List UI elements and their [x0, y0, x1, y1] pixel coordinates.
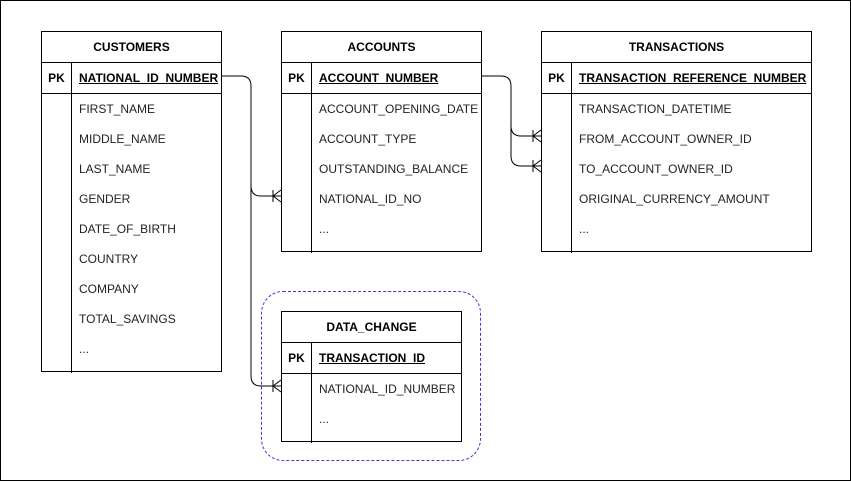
attribute: OUTSTANDING_BALANCE: [319, 162, 469, 176]
connector-accounts-transactions-to: [510, 126, 541, 167]
pk-label: PK: [282, 343, 312, 373]
attribute: ORIGINAL_CURRENCY_AMOUNT: [579, 192, 770, 206]
pk-label: PK: [542, 63, 572, 93]
attribute-list: NATIONAL_ID_NUMBER ...: [282, 374, 461, 443]
attribute: ACCOUNT_OPENING_DATE: [319, 102, 479, 116]
attribute: COMPANY: [79, 282, 139, 296]
crows-foot-transactions-to: [532, 159, 542, 173]
connector-customers-accounts: [222, 75, 281, 197]
attribute: TOTAL_SAVINGS: [79, 312, 176, 326]
attribute: ACCOUNT_TYPE: [319, 132, 417, 146]
attribute: ...: [79, 342, 90, 356]
attribute: TRANSACTION_DATETIME: [579, 102, 732, 116]
pk-label: PK: [282, 63, 312, 93]
crows-foot-transactions-from: [532, 129, 542, 143]
attribute: FROM_ACCOUNT_OWNER_ID: [579, 132, 752, 146]
attribute: COUNTRY: [79, 252, 139, 266]
pk-field: ACCOUNT_NUMBER: [319, 71, 439, 85]
attribute-list: TRANSACTION_DATETIME FROM_ACCOUNT_OWNER_…: [542, 94, 811, 253]
attribute-list: FIRST_NAME MIDDLE_NAME LAST_NAME GENDER …: [42, 94, 221, 373]
entity-title: TRANSACTIONS: [542, 32, 811, 63]
attribute: ...: [319, 412, 330, 426]
attribute-list: ACCOUNT_OPENING_DATE ACCOUNT_TYPE OUTSTA…: [282, 94, 481, 253]
pk-label: PK: [42, 63, 72, 93]
attribute: DATE_OF_BIRTH: [79, 222, 176, 236]
entity-customers[interactable]: CUSTOMERS PK NATIONAL_ID_NUMBER FIRST_NA…: [41, 31, 222, 373]
connector-accounts-transactions-from: [482, 75, 541, 137]
pk-field: TRANSACTION_ID: [319, 351, 426, 365]
pk-row: PK TRANSACTION_REFERENCE_NUMBER: [542, 63, 811, 94]
pk-field: TRANSACTION_REFERENCE_NUMBER: [579, 71, 807, 85]
pk-field: NATIONAL_ID_NUMBER: [79, 71, 219, 85]
entity-title: CUSTOMERS: [42, 32, 221, 63]
entity-title: ACCOUNTS: [282, 32, 481, 63]
attribute: FIRST_NAME: [79, 102, 156, 116]
entity-accounts[interactable]: ACCOUNTS PK ACCOUNT_NUMBER ACCOUNT_OPENI…: [281, 31, 482, 253]
entity-transactions[interactable]: TRANSACTIONS PK TRANSACTION_REFERENCE_NU…: [541, 31, 812, 253]
crows-foot-accounts: [272, 189, 282, 203]
attribute: MIDDLE_NAME: [79, 132, 166, 146]
entity-title: DATA_CHANGE: [282, 312, 461, 343]
pk-row: PK NATIONAL_ID_NUMBER: [42, 63, 221, 94]
pk-row: PK ACCOUNT_NUMBER: [282, 63, 481, 94]
attribute: NATIONAL_ID_NUMBER: [319, 382, 456, 396]
attribute: ...: [579, 222, 590, 236]
entity-data-change[interactable]: DATA_CHANGE PK TRANSACTION_ID NATIONAL_I…: [281, 311, 462, 443]
pk-row: PK TRANSACTION_ID: [282, 343, 461, 374]
attribute: LAST_NAME: [79, 162, 151, 176]
attribute: ...: [319, 222, 330, 236]
attribute: GENDER: [79, 192, 131, 206]
attribute: NATIONAL_ID_NO: [319, 192, 422, 206]
attribute: TO_ACCOUNT_OWNER_ID: [579, 162, 733, 176]
